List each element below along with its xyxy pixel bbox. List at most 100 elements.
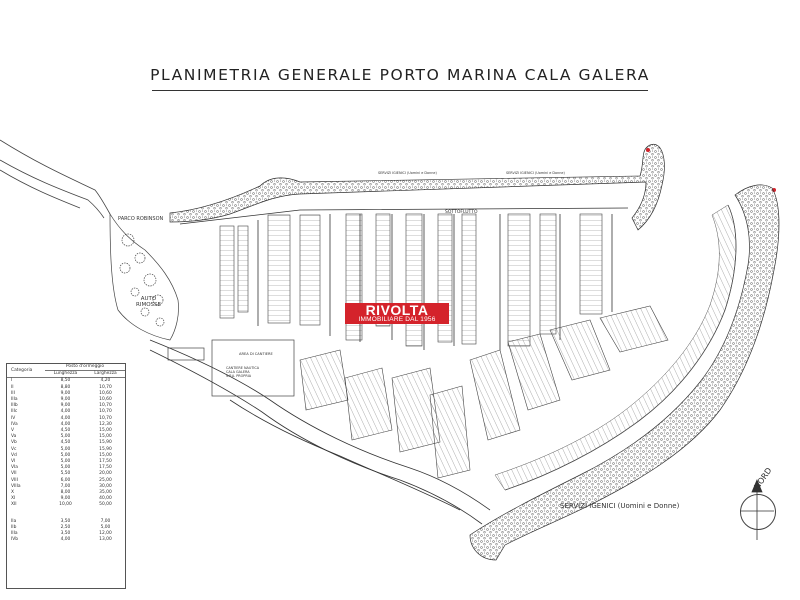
label-servizi-top-1: SERVIZI IGIENICI (Uomini e Donne) bbox=[378, 171, 437, 175]
label-parco-robinson: PARCO ROBINSON bbox=[118, 216, 164, 222]
legend-gap bbox=[7, 509, 125, 519]
legend-width: 10,60 bbox=[99, 397, 112, 403]
legend-category: VIa bbox=[11, 465, 18, 471]
legend-width: 35,00 bbox=[99, 490, 112, 496]
legend-length: 5,00 bbox=[60, 459, 71, 465]
legend-row: VI 5,00 17,50 bbox=[7, 459, 125, 465]
legend-row: IIIa 3,50 12,00 bbox=[7, 531, 125, 537]
label-auto-rimosse: AUTO RIMOSSE bbox=[136, 296, 161, 308]
legend-length: 4,00 bbox=[60, 409, 71, 415]
legend-row: IIIa 9,00 10,60 bbox=[7, 397, 125, 403]
legend-length: 4,00 bbox=[60, 421, 71, 427]
legend-category: XII bbox=[11, 502, 17, 508]
pier-group bbox=[219, 213, 603, 347]
legend-width: 13,00 bbox=[99, 537, 112, 543]
legend-category: VI bbox=[11, 459, 16, 465]
legend-category: XI bbox=[11, 496, 16, 502]
stamp-tagline: IMMOBILIARE DAL 1956 bbox=[358, 316, 436, 323]
legend-length: 5,00 bbox=[60, 452, 71, 458]
agency-stamp: RIVOLTA IMMOBILIARE DAL 1956 bbox=[345, 303, 449, 324]
legend-length: 5,00 bbox=[60, 465, 71, 471]
legend-length: 3,50 bbox=[60, 531, 71, 537]
legend-width: 25,00 bbox=[99, 477, 112, 483]
legend-header-berth: Posto d'ormeggio bbox=[45, 364, 125, 372]
legend-width: 15,00 bbox=[99, 434, 112, 440]
south-berths bbox=[299, 305, 669, 479]
legend-category: II bbox=[11, 384, 14, 390]
legend-category: VIII bbox=[11, 477, 18, 483]
legend-length: 9,00 bbox=[60, 496, 71, 502]
legend-width: 10,70 bbox=[99, 384, 112, 390]
legend-length: 6,00 bbox=[60, 477, 71, 483]
boatyard-building bbox=[167, 347, 205, 361]
legend-length: 9,00 bbox=[60, 403, 71, 409]
title-underline bbox=[152, 90, 648, 91]
legend-category: IV bbox=[11, 415, 16, 421]
legend-category: IIIa bbox=[11, 531, 18, 537]
legend-length: 8,00 bbox=[60, 490, 71, 496]
plan-title: PLANIMETRIA GENERALE PORTO MARINA CALA G… bbox=[150, 66, 650, 84]
legend-width: 40,00 bbox=[99, 496, 112, 502]
legend-row: XI 9,00 40,00 bbox=[7, 496, 125, 502]
legend-category: IIIa bbox=[11, 397, 18, 403]
legend-length: 8,50 bbox=[60, 378, 71, 384]
legend-width: 20,00 bbox=[99, 471, 112, 477]
legend-length: 4,00 bbox=[60, 537, 71, 543]
legend-width: 17,50 bbox=[99, 459, 112, 465]
legend-category: Vb bbox=[11, 440, 17, 446]
north-breakwater bbox=[169, 143, 665, 231]
legend-length: 10,00 bbox=[59, 502, 72, 508]
legend-length: 7,00 bbox=[60, 483, 71, 489]
legend-length: 5,50 bbox=[60, 471, 71, 477]
north-quay bbox=[179, 207, 629, 225]
legend-row: VIII 6,00 25,00 bbox=[7, 478, 125, 484]
legend-width: 15,00 bbox=[99, 452, 112, 458]
label-area-cantiere: AREA DI CANTIERE bbox=[239, 352, 273, 356]
legend-length: 3,50 bbox=[60, 518, 71, 524]
legend-category: Vd bbox=[11, 452, 17, 458]
legend-length: 5,00 bbox=[60, 434, 71, 440]
legend-category: III bbox=[11, 390, 15, 396]
legend-category: IIa bbox=[11, 518, 17, 524]
label-servizi-top-2: SERVIZI IGIENICI (Uomini e Donne) bbox=[506, 171, 565, 175]
legend-width: 10,60 bbox=[99, 390, 112, 396]
legend-row: III 9,00 10,60 bbox=[7, 391, 125, 397]
stamp-brand: RIVOLTA bbox=[365, 302, 429, 318]
legend-length: 9,00 bbox=[60, 390, 71, 396]
legend-category: I bbox=[11, 378, 13, 384]
south-shore bbox=[149, 339, 491, 525]
berth-legend-table: Categoria Posto d'ormeggio Lunghezza Lar… bbox=[6, 363, 126, 589]
legend-row: VII 5,50 20,00 bbox=[7, 471, 125, 477]
legend-width: 12,00 bbox=[99, 531, 112, 537]
legend-category: IIIb bbox=[11, 403, 18, 409]
legend-width: 5,00 bbox=[100, 524, 111, 530]
legend-width: 10,70 bbox=[99, 409, 112, 415]
east-berths bbox=[494, 204, 737, 491]
label-servizi-bottom: SERVIZI IGENICI (Uomini e Donne) bbox=[560, 502, 680, 510]
legend-category: IIb bbox=[11, 524, 17, 530]
harbor-light bbox=[646, 148, 650, 152]
legend-length: 5,00 bbox=[60, 446, 71, 452]
boatyard bbox=[211, 339, 295, 397]
legend-category: VII bbox=[11, 471, 17, 477]
legend-category: V bbox=[11, 428, 15, 434]
legend-width: 15,90 bbox=[99, 440, 112, 446]
legend-length: 9,00 bbox=[60, 397, 71, 403]
legend-header-length: Lunghezza bbox=[45, 370, 86, 379]
